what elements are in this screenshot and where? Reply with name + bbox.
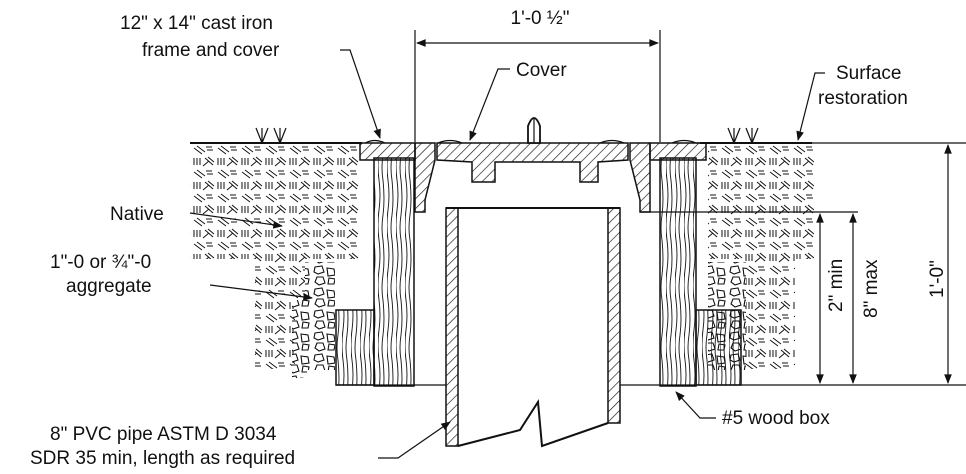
width-dimension-label: 1'-0 ½" xyxy=(511,8,570,29)
pipe-leader xyxy=(378,421,451,459)
min-dimension-label: 2" min xyxy=(826,259,847,312)
pvc-pipe xyxy=(445,207,621,448)
grass-tufts xyxy=(255,127,759,144)
wood-box-right-wall xyxy=(659,157,742,387)
pipe-label-line1: 8" PVC pipe ASTM D 3034 xyxy=(50,424,277,445)
height-dimensions xyxy=(640,142,966,386)
cover-leader xyxy=(469,68,510,141)
aggregate-label-line1: 1"-0 or ¾"-0 xyxy=(50,252,151,273)
native-leader xyxy=(189,212,283,229)
frame-leader xyxy=(340,49,381,139)
native-label: Native xyxy=(110,204,164,225)
surface-label-line1: Surface xyxy=(836,63,901,84)
wood-box-leader xyxy=(675,391,716,419)
aggregate-fill-left xyxy=(292,262,335,378)
frame-label-line2: frame and cover xyxy=(142,40,280,61)
native-soil-right xyxy=(708,143,814,369)
surface-label-line2: restoration xyxy=(818,88,908,109)
surface-leader xyxy=(796,72,825,141)
width-dimension xyxy=(414,30,661,142)
max-dimension-label: 8" max xyxy=(861,259,882,318)
cover-lid xyxy=(364,139,697,183)
wood-box-left-wall xyxy=(335,157,415,387)
height-dimension-label: 1'-0" xyxy=(927,260,948,298)
native-soil-left xyxy=(190,143,360,369)
wood-box-label: #5 wood box xyxy=(722,408,830,429)
cover-lifting-handle xyxy=(527,117,541,144)
pipe-label-line2: SDR 35 min, length as required xyxy=(30,448,295,469)
aggregate-label-line2: aggregate xyxy=(66,276,152,297)
frame-label-line1: 12" x 14" cast iron xyxy=(120,13,273,34)
cast-iron-frame xyxy=(359,142,707,213)
aggregate-leader xyxy=(209,284,313,301)
cover-label: Cover xyxy=(516,60,567,81)
